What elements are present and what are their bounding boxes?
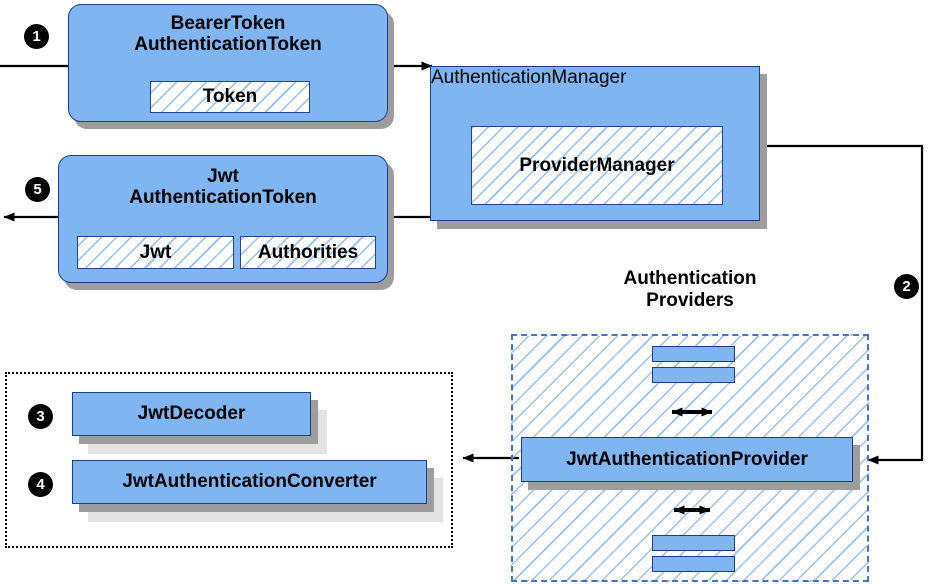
bearer-token-slot-label: Token: [202, 86, 258, 107]
bearer-token-slot-token[interactable]: Token: [150, 81, 310, 113]
jwt-support-group: [5, 372, 453, 548]
bearer-token-authentication-token-node[interactable]: BearerToken AuthenticationToken Token: [68, 4, 388, 122]
jwt-slot-label: Jwt: [139, 241, 172, 263]
bearer-token-title-line2: AuthenticationToken: [134, 34, 322, 56]
jwt-token-title-line2: AuthenticationToken: [129, 187, 317, 209]
providers-label-line2: Providers: [646, 289, 734, 311]
jwt-token-slot-jwt[interactable]: Jwt: [77, 236, 234, 269]
jwt-token-slot-authorities[interactable]: Authorities: [240, 236, 376, 269]
provider-manager-label: ProviderManager: [519, 154, 675, 176]
jwt-decoder-title: JwtDecoder: [137, 403, 246, 424]
authentication-manager-title: AuthenticationManager: [431, 67, 627, 88]
step-badge-1: 1: [24, 24, 49, 49]
provider-stub-top-1: [652, 346, 735, 362]
jwt-authentication-converter-title: JwtAuthenticationConverter: [122, 471, 377, 492]
authentication-manager-slot-provider-manager[interactable]: ProviderManager: [471, 126, 723, 205]
authorities-slot-label: Authorities: [257, 241, 359, 263]
authentication-providers-label: Authentication Providers: [560, 268, 820, 312]
jwt-authentication-provider-title: JwtAuthenticationProvider: [566, 448, 808, 470]
jwt-decoder-node[interactable]: JwtDecoder: [72, 392, 311, 436]
provider-stub-bottom-1: [652, 535, 735, 551]
authentication-manager-node[interactable]: AuthenticationManager ProviderManager: [430, 66, 760, 221]
providers-label-line1: Authentication: [623, 268, 757, 289]
bearer-token-title-line1: BearerToken: [170, 13, 286, 34]
jwt-authentication-provider-node[interactable]: JwtAuthenticationProvider: [521, 437, 853, 482]
jwt-token-title-line1: Jwt: [207, 166, 239, 187]
jwt-token-title: Jwt AuthenticationToken: [59, 166, 387, 209]
step-badge-3: 3: [28, 404, 53, 429]
jwt-authentication-token-node[interactable]: Jwt AuthenticationToken Jwt Authorities: [58, 155, 388, 283]
provider-stub-bottom-2: [652, 556, 735, 572]
bearer-token-title: BearerToken AuthenticationToken: [69, 13, 387, 56]
step-badge-5: 5: [25, 177, 50, 202]
jwt-authentication-converter-node[interactable]: JwtAuthenticationConverter: [72, 460, 427, 504]
provider-stub-top-2: [652, 367, 735, 383]
step-badge-4: 4: [28, 472, 53, 497]
step-badge-2: 2: [894, 274, 919, 299]
